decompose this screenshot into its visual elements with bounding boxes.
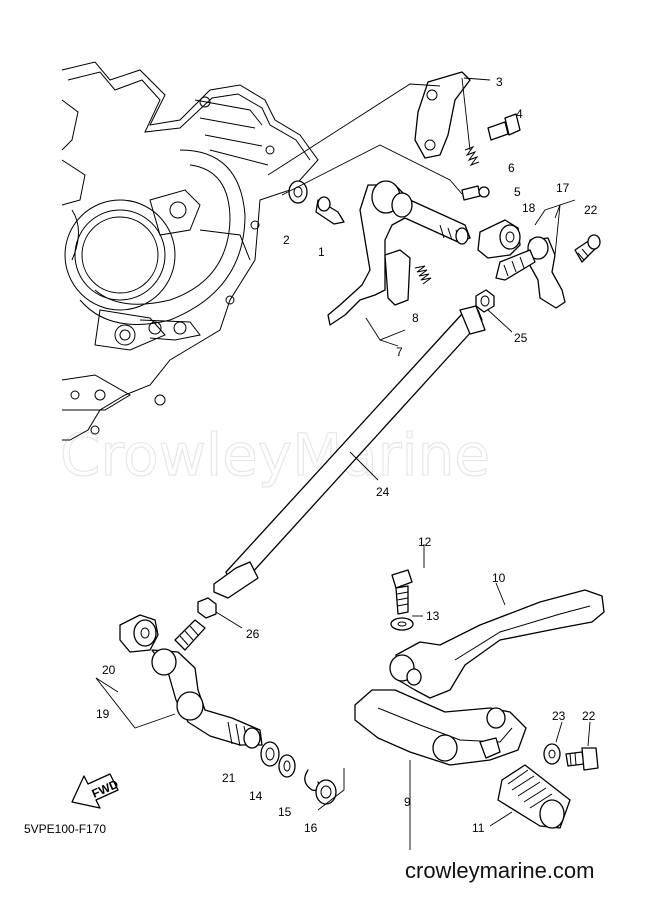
callout-4: 4: [516, 107, 523, 121]
shift-pedal-10: [395, 589, 605, 699]
shift-pedal-assembly: [354, 569, 605, 829]
callout-15: 15: [278, 805, 292, 819]
callout-12: 12: [418, 535, 432, 549]
callout-5: 5: [514, 185, 521, 199]
nut-26: [197, 597, 217, 619]
bolt-22-bottom: [565, 747, 599, 771]
shift-arm-19: [119, 614, 263, 749]
shift-arm-17: [475, 219, 601, 313]
callout-24: 24: [376, 485, 390, 499]
washer-14: [278, 754, 296, 778]
callout-16: 16: [304, 821, 318, 835]
fwd-arrow-icon: FWD: [71, 773, 121, 809]
washer-13: [390, 617, 414, 631]
shift-shaft: [327, 184, 471, 326]
callout-1: 1: [318, 245, 325, 259]
washer-2: [288, 180, 308, 204]
site-url: crowleymarine.com: [405, 858, 595, 883]
callout-9: 9: [404, 795, 411, 809]
callout-6: 6: [508, 161, 515, 175]
callout-19: 19: [96, 707, 110, 721]
callout-14: 14: [249, 789, 263, 803]
callout-17: 17: [556, 181, 570, 195]
callout-10: 10: [492, 571, 506, 585]
bolt-12: [391, 569, 413, 615]
callout-25: 25: [514, 331, 528, 345]
fwd-label: FWD: [90, 777, 121, 801]
callout-22-top: 22: [584, 203, 598, 217]
callout-21: 21: [222, 771, 236, 785]
callout-3: 3: [496, 75, 503, 89]
callout-11: 11: [472, 821, 485, 835]
oil-seal-16: [315, 779, 337, 805]
callout-13: 13: [426, 609, 440, 623]
callout-20: 20: [102, 663, 116, 677]
washer-23: [543, 743, 561, 765]
callout-8: 8: [412, 311, 419, 325]
shift-shaft-assembly: [288, 71, 521, 347]
callout-7: 7: [396, 345, 403, 359]
callout-22-bottom: 22: [582, 709, 596, 723]
spring-8: [414, 265, 432, 285]
pedal-rubber-11: [497, 764, 571, 829]
callout-2: 2: [283, 233, 290, 247]
callout-23: 23: [552, 709, 566, 723]
spring-6: [464, 145, 480, 167]
diagram-code: 5VPE100-F170: [24, 822, 107, 836]
callout-26: 26: [246, 627, 260, 641]
bolt-4: [487, 121, 509, 141]
shift-guide-plate: [414, 71, 471, 159]
nut-25: [475, 289, 495, 313]
crankcase-cover: [61, 61, 319, 441]
watermark-text: CrowleyMarine: [60, 421, 490, 489]
callout-labels: 1 2 3 4 5 6 7 8 9 10 11 12 13 14 15 16 1…: [96, 75, 598, 835]
pin-5: [461, 185, 481, 201]
callout-18: 18: [522, 201, 536, 215]
washer-21: [260, 741, 280, 767]
shift-rod-24: [213, 305, 486, 599]
